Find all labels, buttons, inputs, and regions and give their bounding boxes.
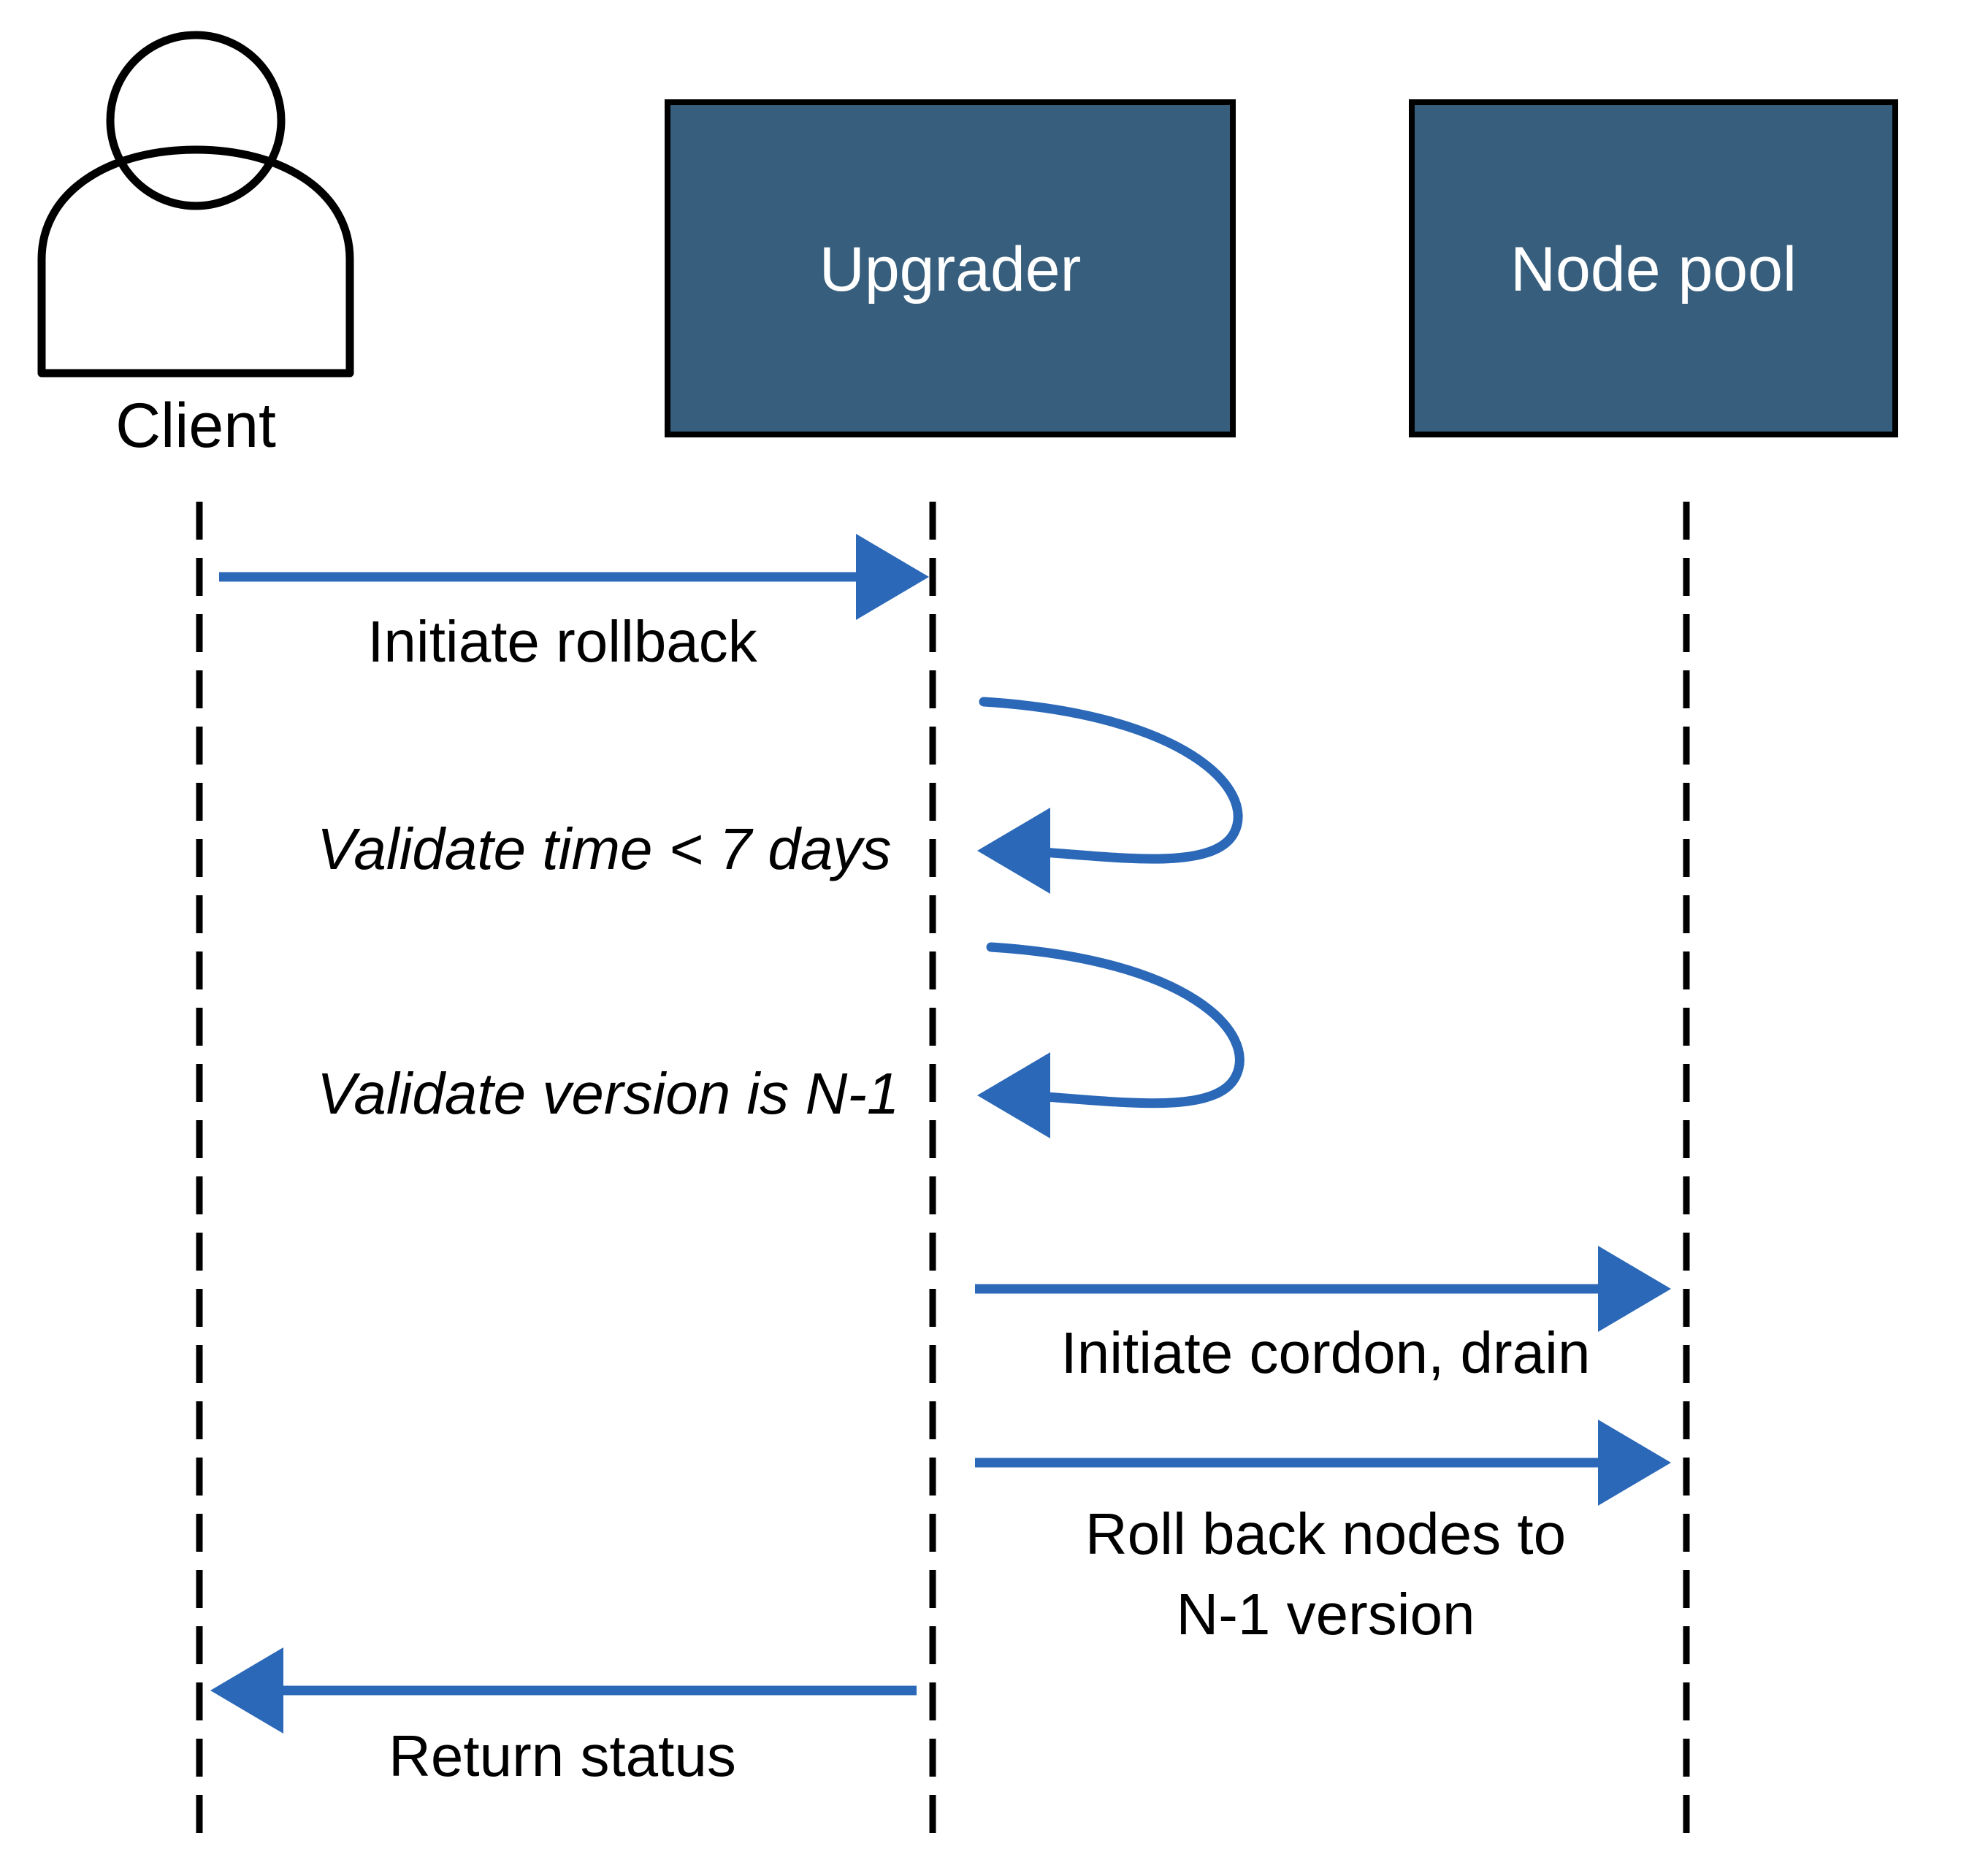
person-icon [37,31,354,378]
message-6-arrowhead [210,1647,283,1734]
message-2-loop [979,697,1243,864]
message-1-arrowhead [856,534,929,620]
participant-nodepool-box[interactable] [1409,99,1898,437]
message-initiate-rollback[interactable]: Initiate rollback [219,534,929,674]
message-3-label: Validate version is N-1 [317,1061,899,1126]
message-2-arrowhead [977,808,1050,894]
message-validate-time[interactable]: Validate time < 7 days [317,697,1243,894]
message-1-label: Initiate rollback [367,609,758,674]
participant-upgrader-label: Upgrader [819,234,1082,305]
participant-upgrader-box[interactable] [665,99,1236,437]
message-5-arrowhead [1598,1420,1671,1506]
message-initiate-cordon-drain[interactable]: Initiate cordon, drain [975,1246,1671,1385]
participant-upgrader[interactable]: Upgrader [665,99,1236,437]
message-5-label-line1: Roll back nodes to [1085,1501,1566,1566]
message-roll-back-nodes[interactable]: Roll back nodes to N-1 version [975,1420,1671,1647]
message-2-label: Validate time < 7 days [317,816,891,881]
participant-nodepool-label: Node pool [1510,234,1797,305]
message-validate-version[interactable]: Validate version is N-1 [317,942,1245,1138]
message-6-label: Return status [389,1723,736,1788]
participant-client-label: Client [115,391,276,461]
participant-client[interactable]: Client [37,31,354,461]
message-3-arrowhead [977,1052,1050,1138]
message-4-arrowhead [1598,1246,1671,1332]
participant-nodepool[interactable]: Node pool [1409,99,1898,437]
message-4-label: Initiate cordon, drain [1061,1320,1591,1385]
message-return-status[interactable]: Return status [210,1647,917,1788]
message-3-loop [986,942,1245,1108]
message-5-label-line2: N-1 version [1176,1582,1475,1647]
